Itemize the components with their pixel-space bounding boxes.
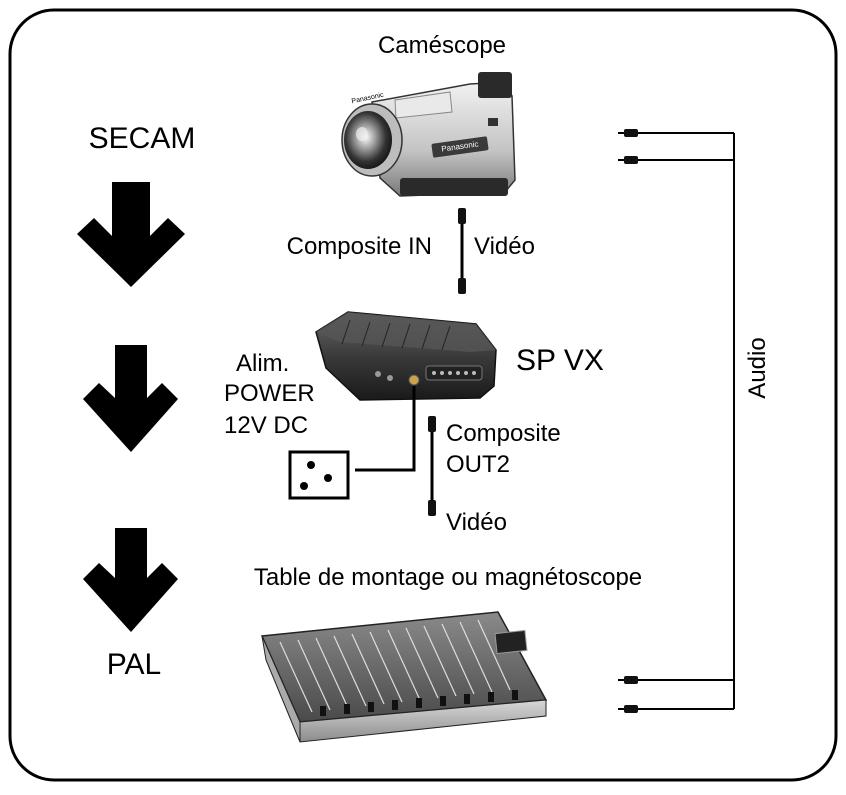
input-port-label: Composite IN — [287, 233, 432, 260]
camcorder-audio-plugs — [618, 129, 734, 164]
mixer-audio-plugs — [618, 676, 734, 713]
input-cable-label: Vidéo — [474, 233, 535, 260]
mixer-label: Table de montage ou magnétoscope — [254, 564, 642, 591]
camcorder-image: Panasonic Panasonic — [341, 72, 516, 197]
output-video-cable — [428, 416, 436, 516]
rca-plug-icon — [624, 676, 638, 684]
rca-plug-icon — [428, 416, 436, 432]
down-arrow-icon — [77, 182, 185, 287]
power-label-line2: POWER — [224, 380, 315, 407]
mixer-image — [260, 611, 548, 743]
power-label-line3: 12V DC — [224, 412, 308, 439]
output-port-label-line1: Composite — [446, 420, 561, 447]
rca-plug-icon — [428, 500, 436, 516]
down-arrow-icon — [83, 345, 178, 452]
rca-plug-icon — [624, 705, 638, 713]
rca-plug-icon — [624, 129, 638, 137]
target-standard-label: PAL — [107, 648, 161, 681]
input-video-cable — [458, 208, 466, 294]
converter-box-image — [315, 311, 497, 401]
power-cable — [355, 386, 416, 472]
camcorder-label: Caméscope — [378, 32, 506, 59]
output-port-label-line2: OUT2 — [446, 451, 510, 478]
power-socket-icon — [288, 450, 350, 500]
output-cable-label: Vidéo — [446, 509, 507, 536]
rca-plug-icon — [624, 156, 638, 164]
power-label-line1: Alim. — [236, 350, 289, 377]
down-arrow-icon — [83, 528, 178, 632]
source-standard-label: SECAM — [89, 122, 196, 155]
rca-plug-icon — [458, 208, 466, 224]
rca-plug-icon — [458, 278, 466, 294]
audio-label: Audio — [744, 337, 771, 398]
converter-label: SP VX — [516, 344, 604, 377]
